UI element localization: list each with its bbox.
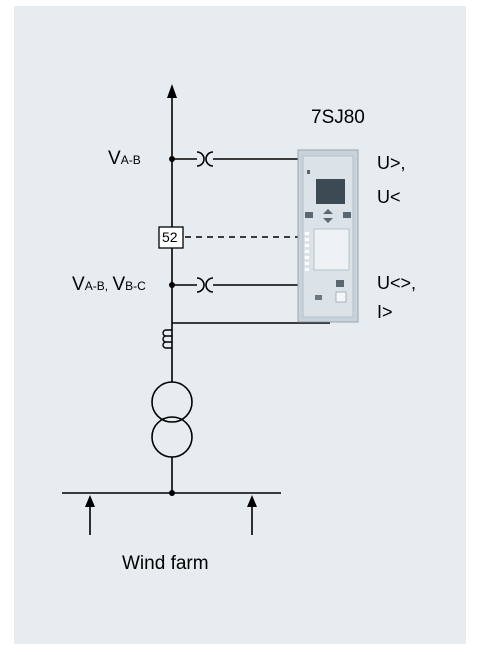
vt-bottom-primary-coil-icon [196, 277, 205, 293]
transformer-upper-winding-icon [151, 381, 193, 423]
diagram-panel [14, 6, 466, 644]
infeed-arrow-left-icon [85, 495, 95, 507]
voltage-label-top: VA-B [108, 148, 141, 169]
caption-wind-farm: Wind farm [122, 553, 209, 574]
voltage-label-bottom: VA-B, VB-C [72, 274, 146, 295]
arrow-up-icon [167, 84, 177, 98]
transformer-lower-winding-icon [151, 416, 193, 458]
functions-bottom-2: I> [377, 302, 393, 322]
busbar-junction-dot [169, 490, 175, 496]
infeed-arrow-right-icon [247, 495, 257, 507]
vt-bottom-secondary-coil-icon [205, 277, 214, 293]
functions-top-2: U< [377, 187, 401, 207]
vt-top-secondary-coil-icon [205, 151, 214, 167]
breaker-box [158, 226, 184, 249]
vt-top-primary-coil-icon [196, 151, 205, 167]
relay-lcd-screen [316, 179, 345, 204]
relay-led-panel [313, 228, 350, 271]
functions-top-1: U>, [377, 153, 406, 173]
functions-bottom-1: U<>, [377, 273, 417, 293]
relay-device-icon [297, 149, 359, 323]
device-name: 7SJ80 [311, 107, 365, 128]
ct-coil-icon [162, 329, 172, 349]
breaker-number: 52 [162, 229, 178, 245]
